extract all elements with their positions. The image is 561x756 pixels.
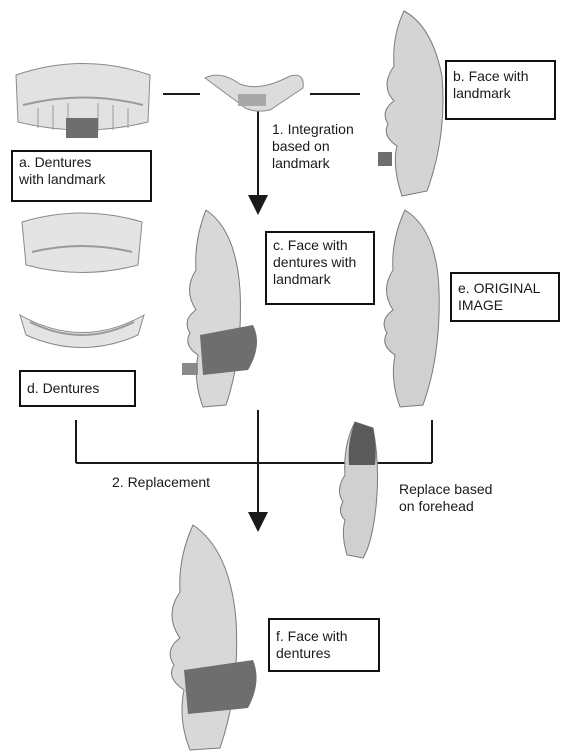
step-2-line-1: 2. Replacement <box>112 474 210 491</box>
step-1-line-2: based on <box>272 138 354 155</box>
label-a-line-2: with landmark <box>19 171 144 188</box>
step-integration-text: 1. Integration based on landmark <box>272 121 354 172</box>
label-e-line-2: IMAGE <box>458 297 552 314</box>
step-replacement-text: 2. Replacement <box>112 474 210 491</box>
label-e-line-1: e. ORIGINAL <box>458 280 552 297</box>
label-original-image: e. ORIGINAL IMAGE <box>450 272 560 322</box>
label-face-with-dentures-with-landmark: c. Face with dentures with landmark <box>265 231 375 305</box>
label-c-line-1: c. Face with <box>273 237 367 254</box>
face-with-landmark-image <box>372 6 452 198</box>
label-dentures: d. Dentures <box>19 370 136 407</box>
label-c-line-3: landmark <box>273 271 367 288</box>
label-f-line-1: f. Face with <box>276 628 372 645</box>
label-d-line-1: d. Dentures <box>27 380 128 397</box>
face-with-dentures-landmark-image <box>178 205 263 410</box>
label-face-with-landmark: b. Face with landmark <box>445 60 556 120</box>
dentures-image <box>12 210 152 360</box>
label-b-line-2: landmark <box>453 85 548 102</box>
label-a-line-1: a. Dentures <box>19 154 144 171</box>
replace-note-line-1: Replace based <box>399 481 492 498</box>
dentures-with-landmark-image <box>8 60 158 145</box>
original-face-image <box>375 205 450 410</box>
face-with-dentures-image <box>158 520 263 752</box>
landmark-image <box>200 66 310 116</box>
replace-note-text: Replace based on forehead <box>399 481 492 515</box>
label-f-line-2: dentures <box>276 645 372 662</box>
forehead-replacement-image <box>335 420 385 560</box>
label-face-with-dentures: f. Face with dentures <box>268 618 380 672</box>
step-1-line-1: 1. Integration <box>272 121 354 138</box>
step-1-line-3: landmark <box>272 155 354 172</box>
label-c-line-2: dentures with <box>273 254 367 271</box>
label-b-line-1: b. Face with <box>453 68 548 85</box>
replace-note-line-2: on forehead <box>399 498 492 515</box>
label-dentures-with-landmark: a. Dentures with landmark <box>11 150 152 202</box>
